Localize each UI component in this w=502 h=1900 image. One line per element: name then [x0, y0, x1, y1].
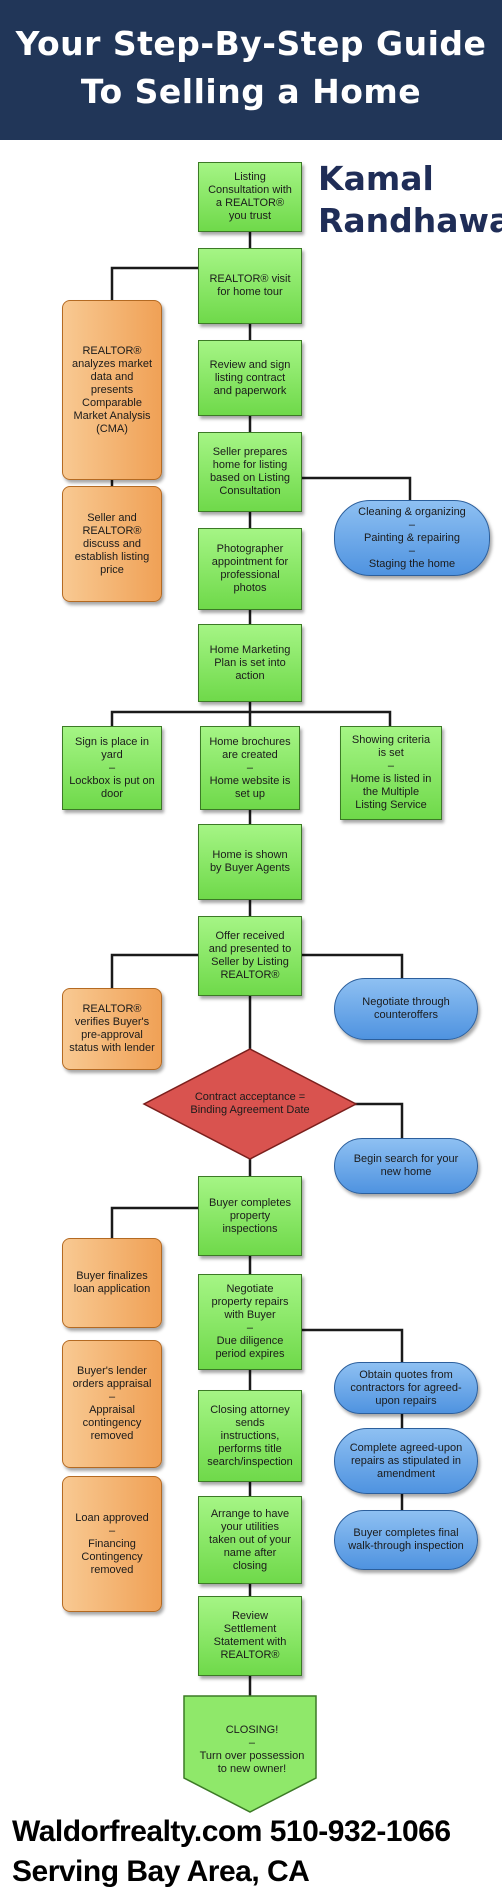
decision-label: Contract acceptance = Binding Agreement …: [190, 1091, 310, 1116]
step-offer-received: Offer received and presented to Seller b…: [198, 916, 302, 996]
note-cma-analysis: REALTOR® analyzes market data and presen…: [62, 300, 162, 480]
step-realtor-visit: REALTOR® visit for home tour: [198, 248, 302, 324]
contract-decision-diamond: [142, 1048, 358, 1160]
note-staging: Cleaning & organizing – Painting & repai…: [334, 500, 490, 576]
connector-sign: [110, 710, 250, 728]
step-closing-attorney: Closing attorney sends instructions, per…: [198, 1390, 302, 1482]
agent-last-name: Randhawa: [318, 201, 502, 240]
note-loan-application: Buyer finalizes loan application: [62, 1238, 162, 1328]
header-banner: Your Step-By-Step Guide To Selling a Hom…: [0, 0, 502, 140]
step-home-shown: Home is shown by Buyer Agents: [198, 824, 302, 900]
connector-staging: [250, 476, 412, 500]
page-title-line1: Your Step-By-Step Guide: [15, 24, 487, 63]
footer-contact: Waldorfrealty.com 510-932-1066 Serving B…: [12, 1812, 492, 1892]
footer-service-area: Serving Bay Area, CA: [12, 1855, 310, 1888]
connector-showing: [250, 710, 392, 728]
footer-website-phone: Waldorfrealty.com 510-932-1066: [12, 1815, 451, 1848]
step-brochures-website: Home brochures are created – Home websit…: [200, 726, 300, 810]
note-preapproval: REALTOR® verifies Buyer's pre-approval s…: [62, 988, 162, 1070]
note-loan-approved: Loan approved – Financing Contingency re…: [62, 1476, 162, 1612]
note-new-home-search: Begin search for your new home: [334, 1138, 478, 1194]
step-marketing-plan: Home Marketing Plan is set into action: [198, 624, 302, 702]
agent-first-name: Kamal: [318, 159, 434, 198]
closing-arrow: [183, 1695, 317, 1813]
agent-name: Kamal Randhawa: [318, 158, 502, 242]
step-showing-criteria-mls: Showing criteria is set – Home is listed…: [340, 726, 442, 820]
step-seller-prepares-home: Seller prepares home for listing based o…: [198, 432, 302, 512]
note-appraisal: Buyer's lender orders appraisal – Apprai…: [62, 1340, 162, 1468]
note-establish-price: Seller and REALTOR® discuss and establis…: [62, 486, 162, 602]
page-title-line2: To Selling a Home: [80, 72, 422, 111]
step-negotiate-repairs: Negotiate property repairs with Buyer – …: [198, 1274, 302, 1370]
step-property-inspections: Buyer completes property inspections: [198, 1176, 302, 1256]
note-counteroffers: Negotiate through counteroffers: [334, 978, 478, 1040]
step-arrange-utilities: Arrange to have your utilities taken out…: [198, 1496, 302, 1584]
closing-label: CLOSING! – Turn over possession to new o…: [199, 1724, 305, 1775]
step-settlement-statement: Review Settlement Statement with REALTOR…: [198, 1596, 302, 1676]
note-contractor-quotes: Obtain quotes from contractors for agree…: [334, 1362, 478, 1414]
step-sign-listing-contract: Review and sign listing contract and pap…: [198, 340, 302, 416]
step-photographer: Photographer appointment for professiona…: [198, 528, 302, 610]
note-final-walkthrough: Buyer completes final walk-through inspe…: [334, 1510, 478, 1570]
step-listing-consultation: Listing Consultation with a REALTOR® you…: [198, 162, 302, 232]
note-complete-repairs: Complete agreed-upon repairs as stipulat…: [334, 1428, 478, 1494]
step-yard-sign-lockbox: Sign is place in yard – Lockbox is put o…: [62, 726, 162, 810]
